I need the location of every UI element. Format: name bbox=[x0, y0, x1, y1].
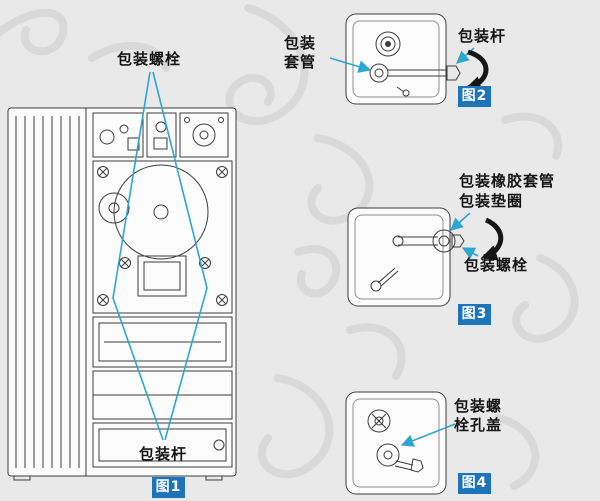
figure2-sleeve-label: 包装套管 bbox=[284, 34, 317, 71]
figure4-bolt-hole-cover-label: 包装螺栓孔盖 bbox=[454, 397, 503, 434]
figure1-badge: 图1 bbox=[152, 477, 185, 498]
figure2-rod-label: 包装杆 bbox=[458, 27, 507, 45]
figure3-bolt-label: 包装螺栓 bbox=[464, 256, 529, 274]
figure3-badge: 图3 bbox=[458, 304, 491, 325]
figure2-badge: 图2 bbox=[458, 86, 491, 107]
figure1-pointer-lines bbox=[112, 71, 208, 441]
figure4-panel-drawing bbox=[345, 391, 447, 495]
figure2-rotation-arrow-icon bbox=[464, 49, 489, 92]
figure3-rubber-sleeve-label: 包装橡胶套管 bbox=[459, 172, 556, 190]
figure3-rotation-arrow-icon bbox=[480, 217, 504, 261]
packing-bolt-symbols bbox=[97, 166, 228, 306]
figure2-panel-drawing bbox=[345, 13, 461, 105]
figure3-washer-label: 包装垫圈 bbox=[459, 192, 524, 210]
background-ornament-swirls bbox=[0, 4, 579, 490]
figure1-machine-drawing bbox=[7, 107, 237, 481]
figure4-badge: 图4 bbox=[458, 473, 491, 494]
figure1-bottom-label: 包装杆 bbox=[139, 445, 188, 463]
figure1-top-label: 包装螺栓 bbox=[117, 50, 182, 68]
figure3-pointer-arrows bbox=[450, 212, 479, 260]
figure3-panel-drawing bbox=[347, 207, 465, 307]
figure4-pointer-arrow bbox=[400, 423, 456, 447]
